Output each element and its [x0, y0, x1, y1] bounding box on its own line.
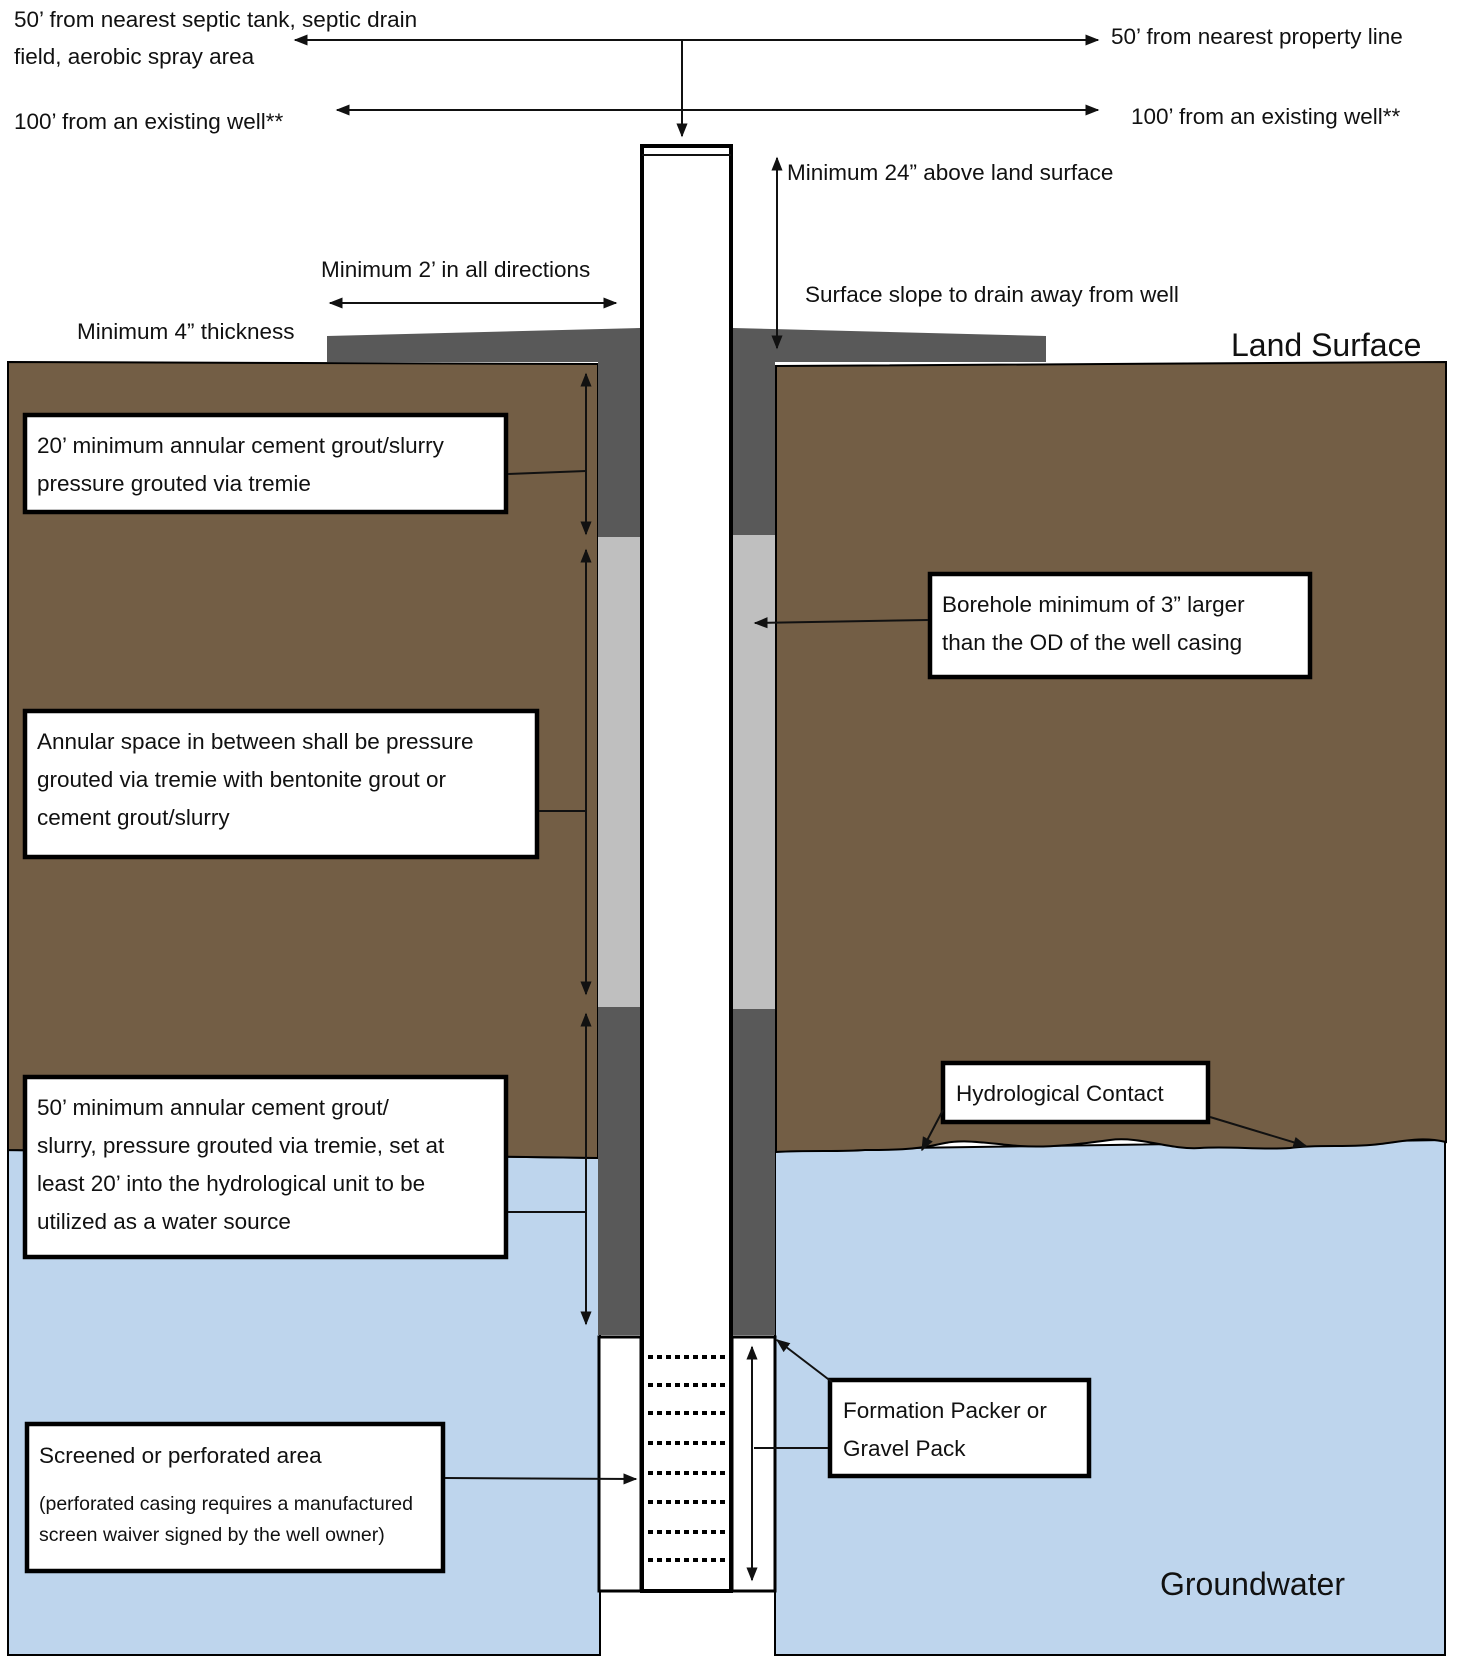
- casing-height-label: Minimum 24” above land surface: [787, 160, 1113, 185]
- callout-box-hydro-contact: [940, 1060, 1211, 1125]
- callout-screen-leader: [444, 1473, 638, 1485]
- setback-property-label: 50’ from nearest property line: [1111, 24, 1403, 49]
- callout-box-annular-space: [22, 708, 540, 860]
- callout-box-upper-grout: [22, 412, 509, 515]
- callout-borehole-leader: [753, 617, 929, 629]
- callout-packer-leader-upper: [775, 1339, 833, 1383]
- callout-box-screen: [24, 1421, 446, 1574]
- upper-cement-grout-right: [732, 362, 775, 535]
- callout-hydro-contact-leader-left: [921, 1109, 944, 1152]
- callout-lower-grout-line2: slurry, pressure grouted via tremie, set…: [37, 1133, 445, 1158]
- pad-extent-label: Minimum 2’ in all directions: [321, 257, 590, 282]
- callout-screen-line3: screen waiver signed by the well owner): [39, 1524, 385, 1546]
- callout-hydro-contact-leader-right: [1209, 1116, 1308, 1148]
- callout-lower-grout-line3: least 20’ into the hydrological unit to …: [37, 1171, 425, 1196]
- callout-upper-grout-line2: pressure grouted via tremie: [37, 471, 311, 496]
- gravel-pack-right: [730, 1335, 777, 1593]
- upper-cement-grout-left: [598, 362, 641, 537]
- gravel-pack-left: [597, 1335, 643, 1593]
- setback-septic-line2: field, aerobic spray area: [14, 44, 255, 69]
- groundwater-label: Groundwater: [1160, 1566, 1345, 1602]
- setback-well-right-label: 100’ from an existing well**: [1131, 104, 1401, 129]
- callout-screen-line2: (perforated casing requires a manufactur…: [39, 1493, 413, 1515]
- callout-packer-line1: Formation Packer or: [843, 1398, 1047, 1423]
- callout-screen-line1: Screened or perforated area: [39, 1443, 322, 1468]
- callout-upper-grout-line1: 20’ minimum annular cement grout/slurry: [37, 433, 445, 458]
- setback-septic-line1: 50’ from nearest septic tank, septic dra…: [14, 7, 417, 32]
- land-surface-label: Land Surface: [1231, 327, 1421, 363]
- callout-borehole-line1: Borehole minimum of 3” larger: [942, 592, 1245, 617]
- callout-upper-grout-leader: [507, 470, 587, 475]
- perforation-marks: [648, 1355, 728, 1562]
- lower-cement-grout-left: [598, 1007, 641, 1335]
- bentonite-grout-right: [732, 535, 775, 1009]
- callout-box-packer: [827, 1377, 1092, 1479]
- pad-thickness-label: Minimum 4” thickness: [77, 319, 295, 344]
- surface-slope-label: Surface slope to drain away from well: [805, 282, 1179, 307]
- concrete-pad-right: [733, 328, 1046, 362]
- bentonite-grout-left: [598, 537, 641, 1007]
- lower-cement-grout-right: [732, 1009, 775, 1335]
- callout-hydro-contact-line1: Hydrological Contact: [956, 1081, 1164, 1106]
- callout-lower-grout-line1: 50’ minimum annular cement grout/: [37, 1095, 390, 1120]
- callout-annular-space-line1: Annular space in between shall be pressu…: [37, 729, 474, 754]
- callout-lower-grout-line4: utilized as a water source: [37, 1209, 291, 1234]
- callout-annular-space-line3: cement grout/slurry: [37, 805, 230, 830]
- well-casing: [640, 144, 733, 1593]
- concrete-pad: [327, 328, 640, 362]
- callout-packer-line2: Gravel Pack: [843, 1436, 966, 1461]
- setback-well-left-label: 100’ from an existing well**: [14, 109, 284, 134]
- callout-box-borehole: [927, 571, 1313, 680]
- callout-annular-space-line2: grouted via tremie with bentonite grout …: [37, 767, 446, 792]
- callout-borehole-line2: than the OD of the well casing: [942, 630, 1242, 655]
- callout-box-lower-grout: [22, 1074, 509, 1260]
- soil-right: [775, 360, 1447, 1154]
